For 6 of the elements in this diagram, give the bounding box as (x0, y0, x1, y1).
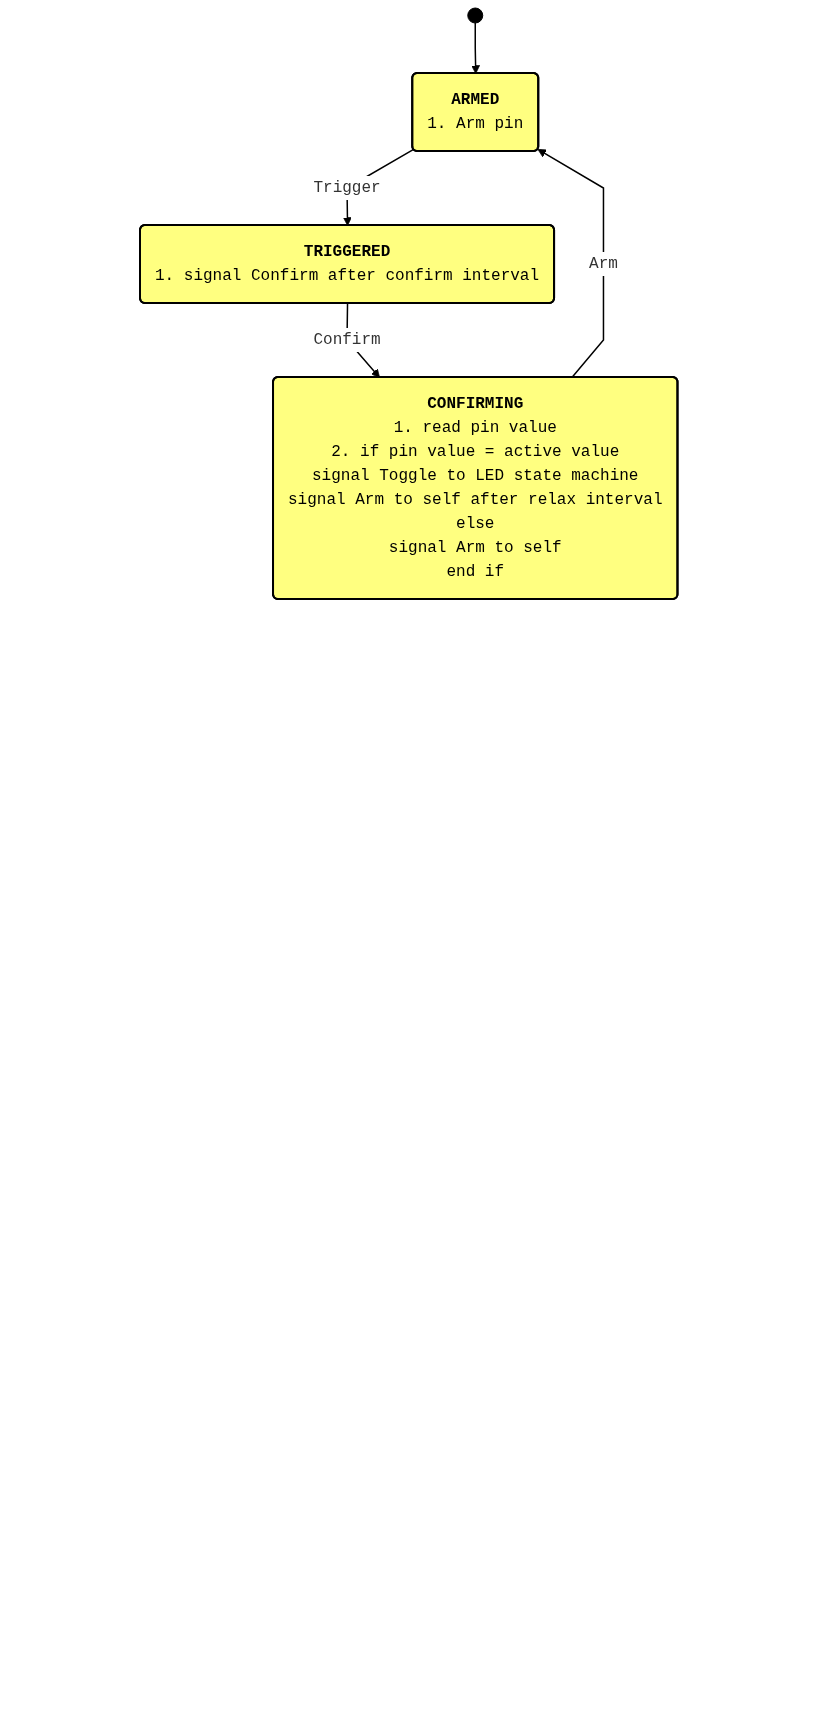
edge-label: Arm (588, 255, 618, 273)
arrow (470, 22, 480, 74)
edge-label: Trigger (313, 179, 381, 197)
arrow (537, 148, 604, 379)
edge-label: Confirm (313, 331, 381, 349)
node-circle (467, 7, 483, 24)
